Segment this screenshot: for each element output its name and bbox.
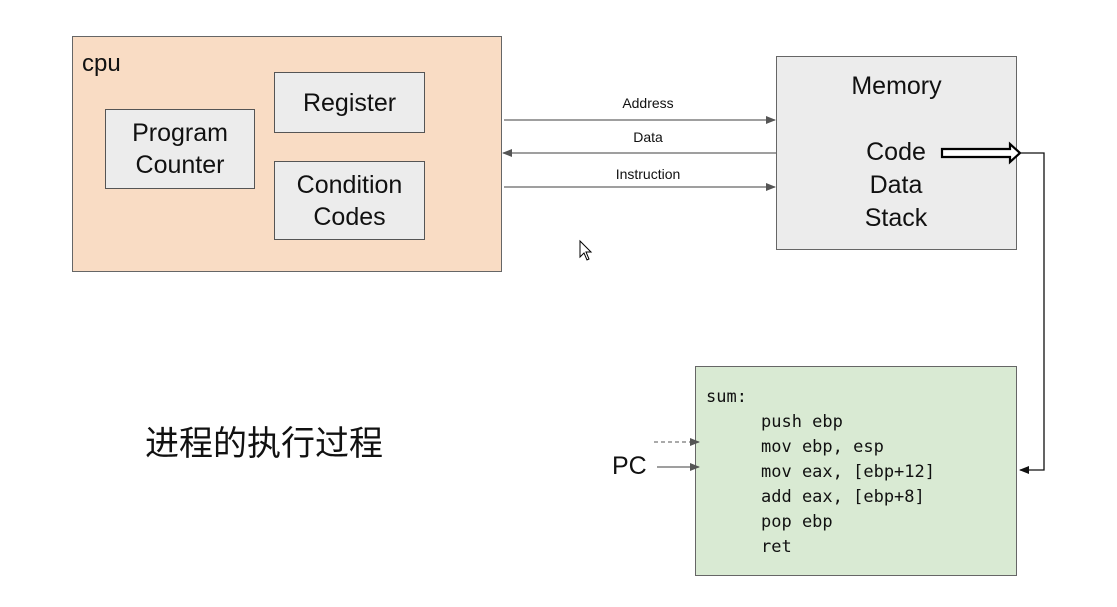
code-line: ret <box>761 537 792 557</box>
program-counter-label-line2: Counter <box>135 151 225 179</box>
code-link-arrow <box>1019 152 1045 474</box>
memory-title: Memory <box>851 72 942 100</box>
program-counter-box: Program Counter <box>105 109 255 189</box>
slide-caption: 进程的执行过程 <box>145 424 383 464</box>
address-bus-label: Address <box>622 95 674 111</box>
data-bus-label: Data <box>633 129 663 145</box>
condition-codes-label-line1: Condition <box>296 170 403 199</box>
pc-pointer-label: PC <box>612 452 647 480</box>
code-line: push ebp <box>761 412 843 432</box>
code-line: mov ebp, esp <box>761 437 884 457</box>
instruction-bus-label: Instruction <box>615 166 681 182</box>
cpu-label: cpu <box>82 50 121 77</box>
condition-codes-box: Condition Codes <box>274 161 425 240</box>
code-listing-box <box>695 366 1017 576</box>
code-line: pop ebp <box>761 512 833 532</box>
mouse-cursor-icon <box>579 239 593 261</box>
memory-item-stack: Stack <box>864 204 928 232</box>
code-hollow-arrow <box>940 141 1022 165</box>
code-line: add eax, [ebp+8] <box>761 487 925 507</box>
register-box: Register <box>274 72 425 133</box>
code-function-label: sum: <box>706 387 747 407</box>
memory-item-code: Code <box>866 138 926 166</box>
register-label: Register <box>302 88 397 117</box>
condition-codes-label-line2: Codes <box>313 202 386 231</box>
code-line: mov eax, [ebp+12] <box>761 462 935 482</box>
program-counter-label-line1: Program <box>132 119 228 147</box>
memory-item-data: Data <box>869 171 923 199</box>
